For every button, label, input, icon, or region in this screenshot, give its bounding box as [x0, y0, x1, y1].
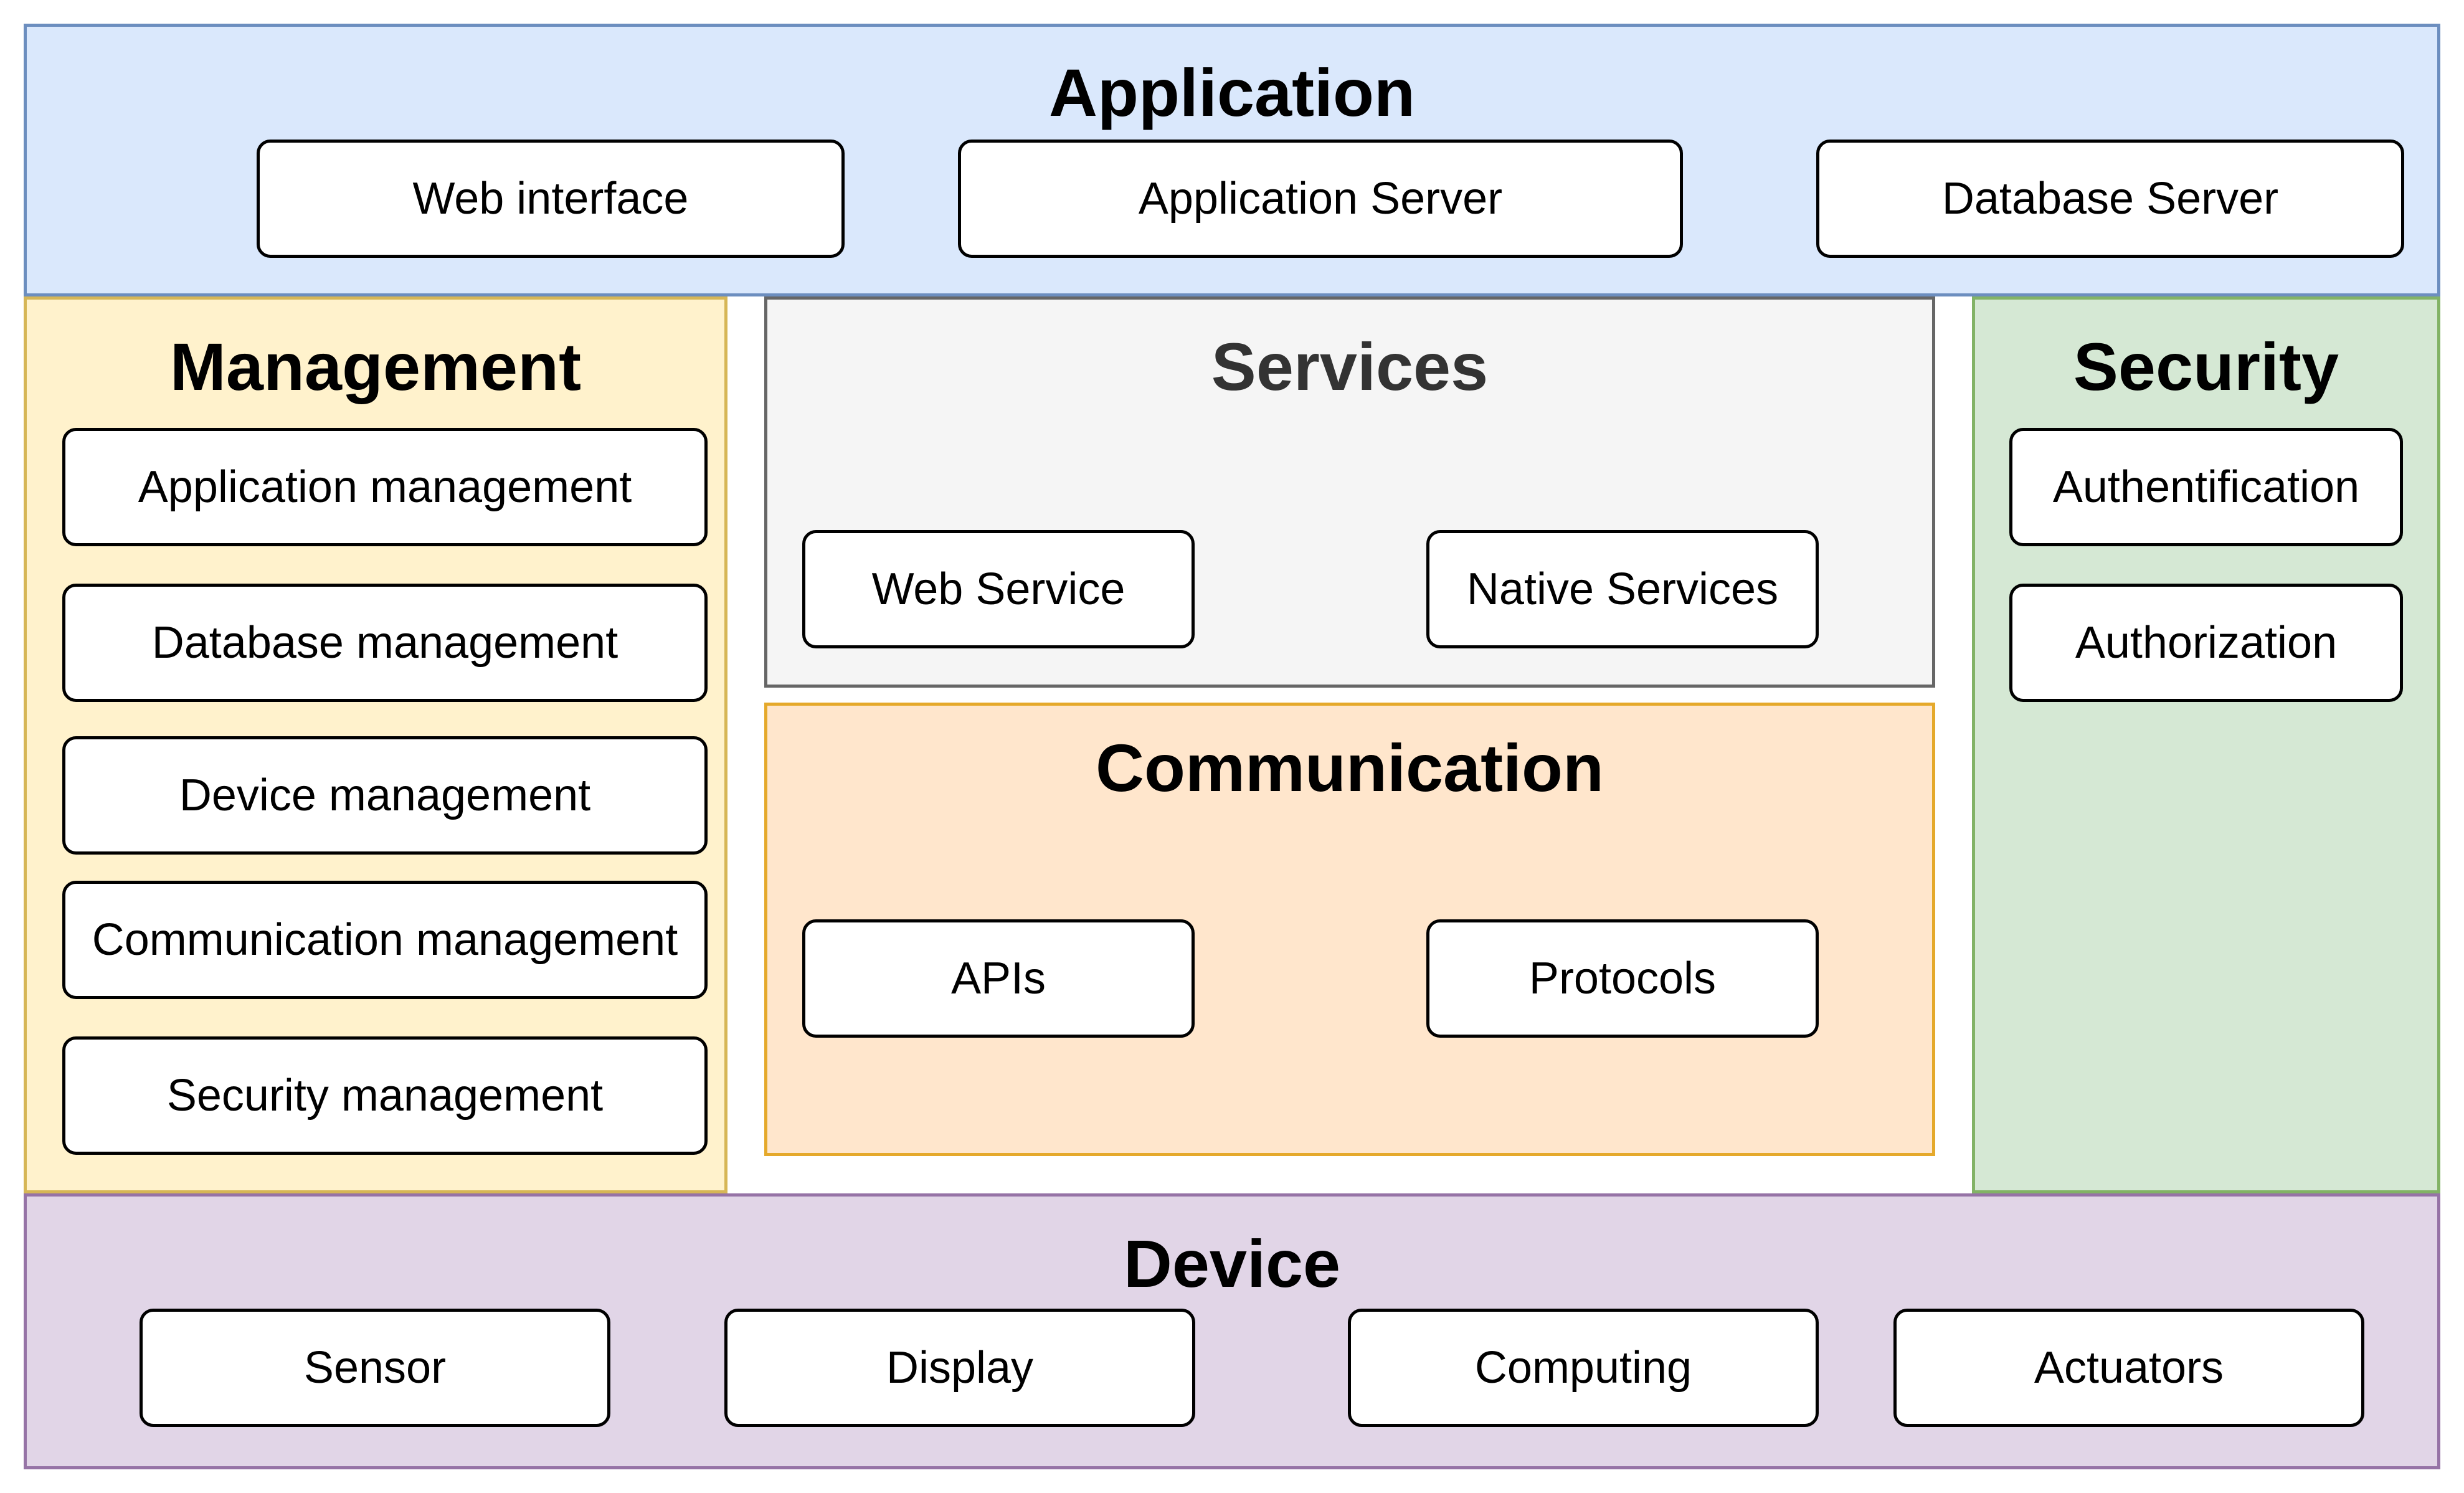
communication-layer-title: Communication — [1095, 730, 1604, 805]
web-service-box: Web Service — [802, 530, 1195, 648]
display-box: Display — [724, 1309, 1195, 1427]
computing-box: Computing — [1348, 1309, 1819, 1427]
application-management-box: Application management — [62, 428, 708, 546]
device-layer-title: Device — [1123, 1226, 1341, 1301]
authentification-box: Authentification — [2009, 428, 2403, 546]
communication-management-box: Communication management — [62, 881, 708, 999]
database-server-box: Database Server — [1816, 140, 2404, 258]
sensor-box: Sensor — [140, 1309, 610, 1427]
application-server-box: Application Server — [958, 140, 1683, 258]
device-management-box: Device management — [62, 736, 708, 855]
application-layer-title: Application — [1049, 55, 1415, 130]
services-layer-title: Services — [1211, 329, 1489, 404]
apis-box: APIs — [802, 919, 1195, 1038]
security-management-box: Security management — [62, 1036, 708, 1155]
database-management-box: Database management — [62, 584, 708, 702]
management-layer-title: Management — [169, 329, 582, 404]
actuators-box: Actuators — [1893, 1309, 2364, 1427]
protocols-box: Protocols — [1426, 919, 1819, 1038]
native-services-box: Native Services — [1426, 530, 1819, 648]
security-layer-title: Security — [2073, 329, 2339, 404]
web-interface-box: Web interface — [257, 140, 845, 258]
authorization-box: Authorization — [2009, 584, 2403, 702]
